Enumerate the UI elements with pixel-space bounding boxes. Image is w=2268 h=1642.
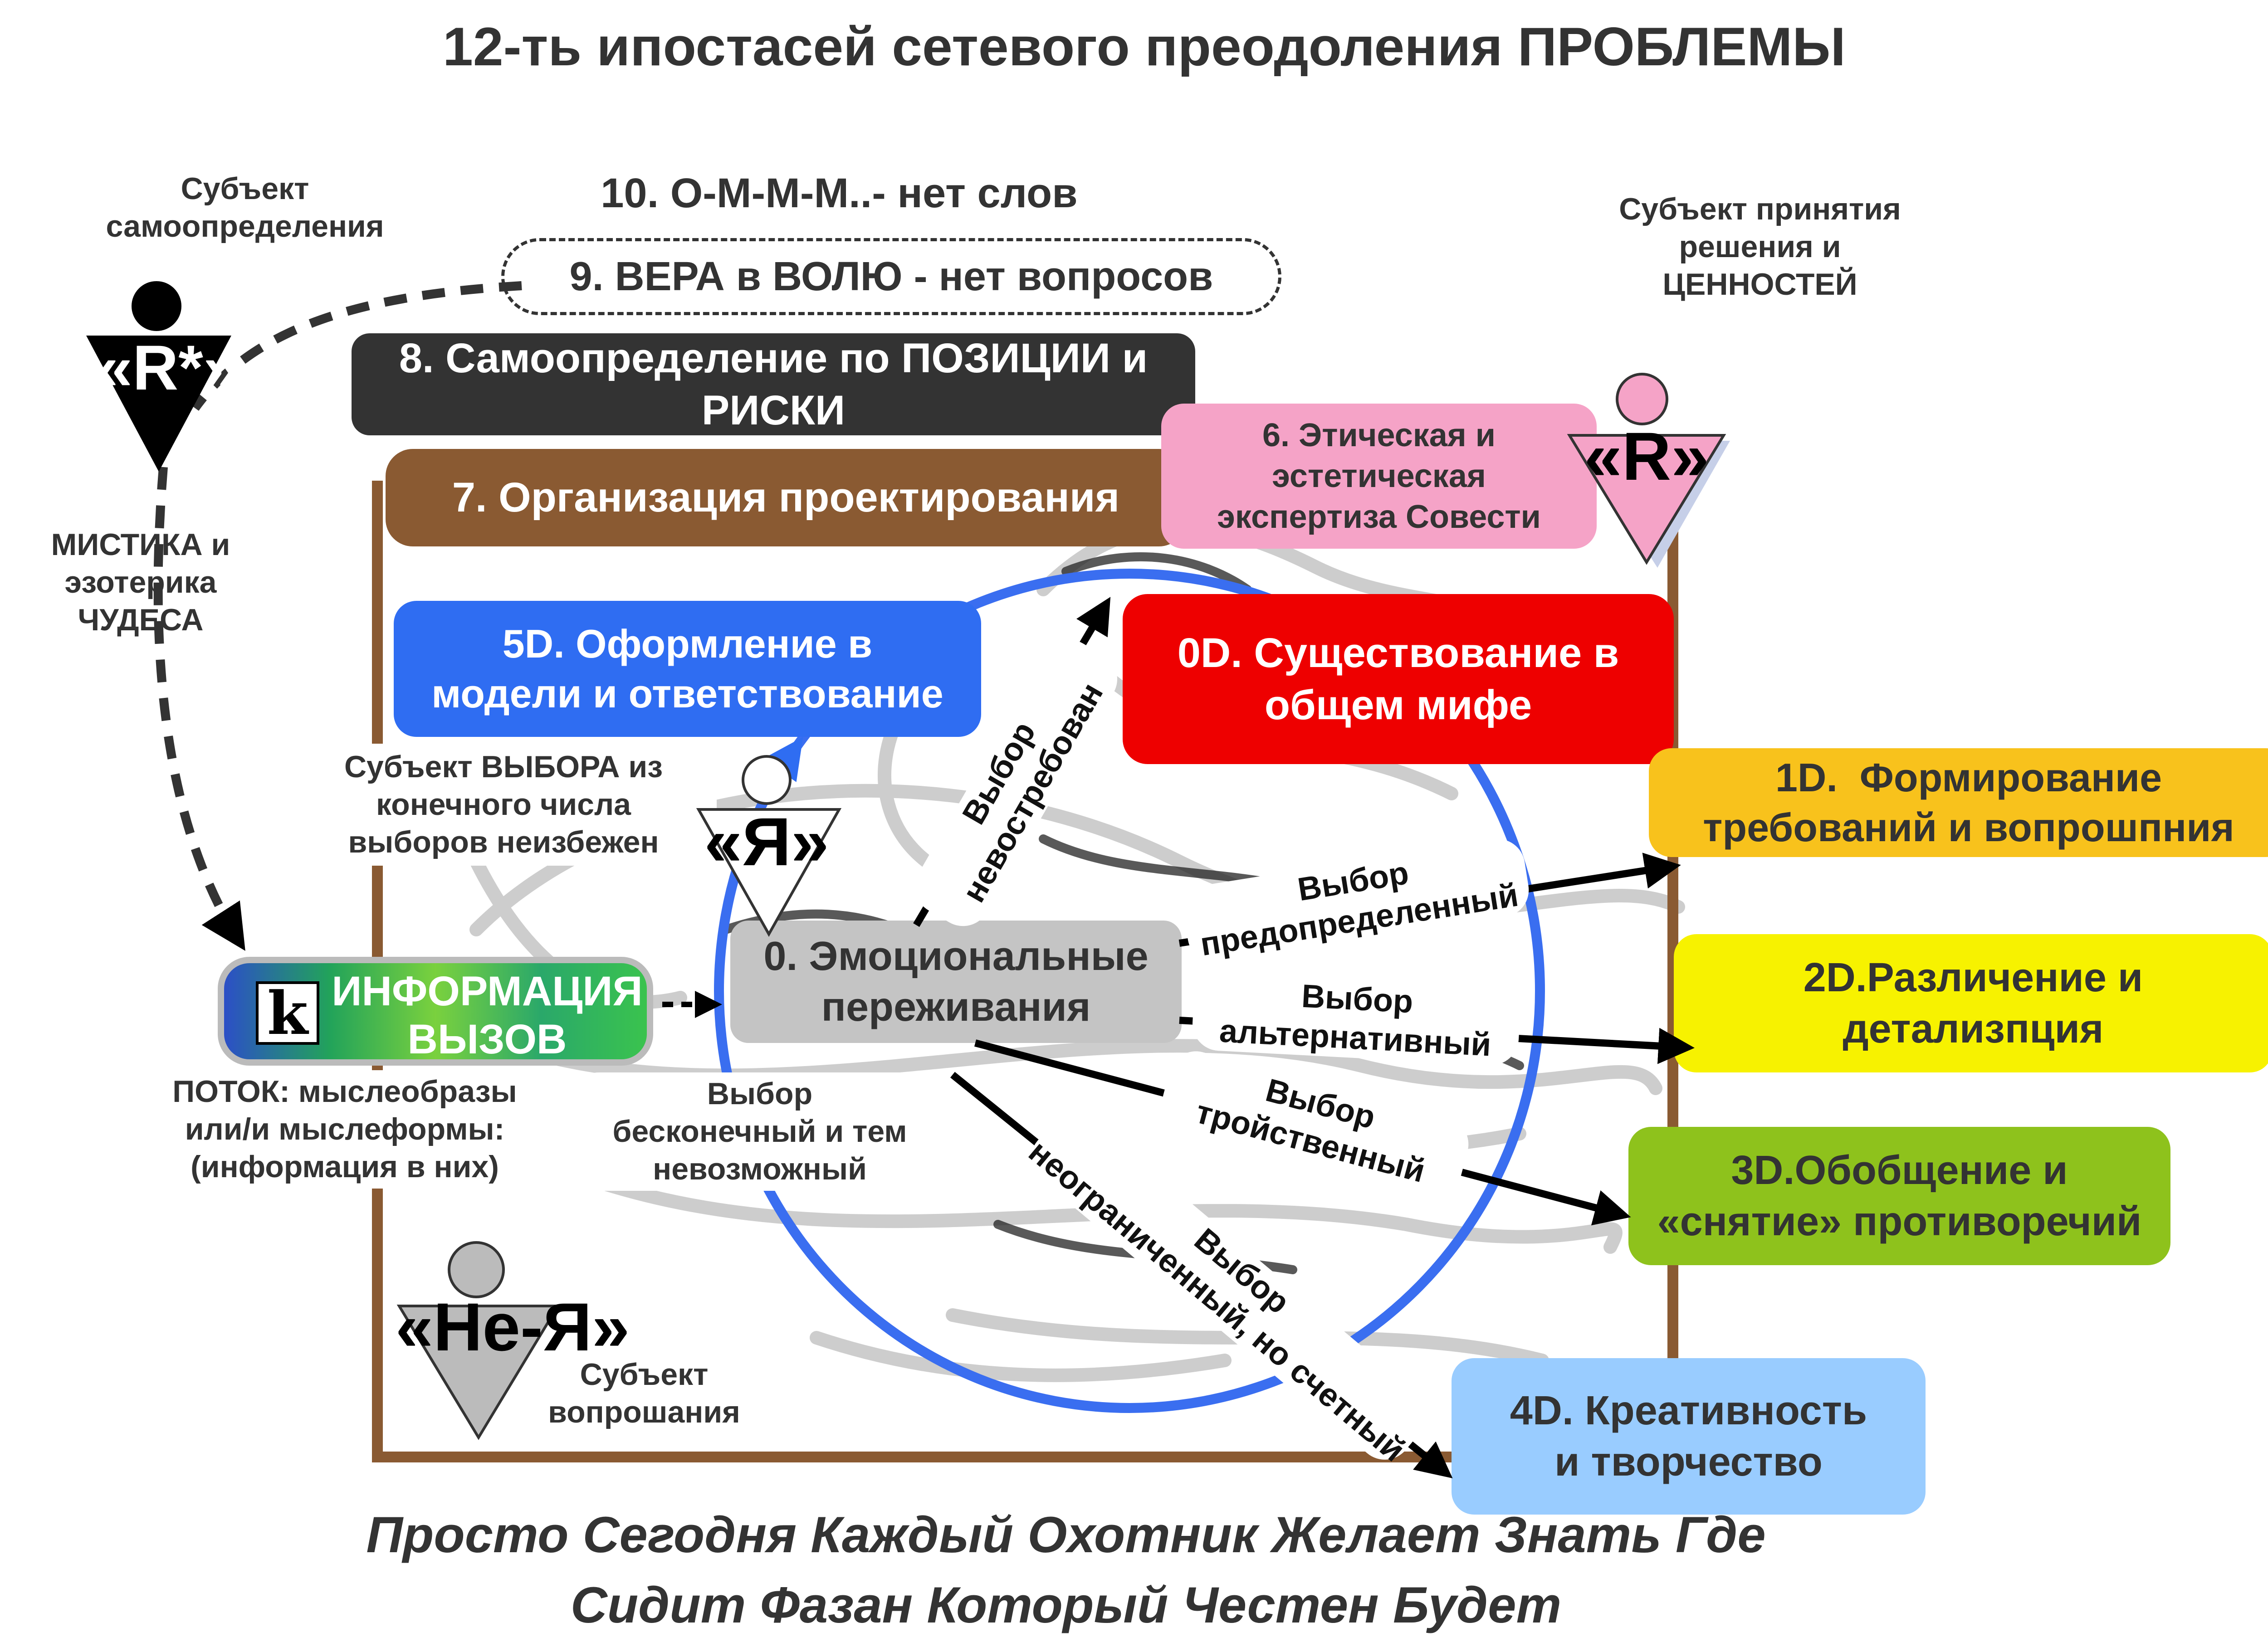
level-3d: 3D.Обобщение и «снятие» противоречий [1628, 1127, 2170, 1265]
info-flow: ПОТОК: мыслеобразы или/и мыслеформы: (ин… [122, 1070, 567, 1189]
page-title: 12-ть ипостасей сетевого преодоления ПРО… [443, 16, 1846, 77]
level-6: 6. Этическая и эстетическая экспертиза С… [1161, 404, 1597, 549]
subject-self-determination: Субъект самоопределения [106, 171, 384, 244]
level-2d: 2D.Различение и детализпция [1674, 934, 2268, 1072]
subject-decision: Субъект принятия решения и ЦЕННОСТЕЙ [1619, 192, 1901, 302]
persona-ne-ya: «Не-Я» [395, 1289, 630, 1365]
level-9: 9. ВЕРА в ВОЛЮ - нет вопросов [501, 238, 1281, 315]
persona-ya-figure [696, 755, 842, 937]
level-0d: 0D. Существование в общем мифе [1123, 594, 1674, 764]
choice-infinite: Выбор бесконечный и тем невозможный [572, 1072, 948, 1191]
dashed-arrow-to-info [153, 467, 245, 951]
level-10: 10. О-М-М-М..- нет слов [601, 170, 1078, 216]
info-logo-letter: k [267, 978, 308, 1048]
footer-line-1: Просто Сегодня Каждый Охотник Желает Зна… [366, 1506, 1766, 1563]
project-frame-left-top [372, 481, 383, 549]
level-0: 0. Эмоциональные переживания [730, 921, 1182, 1043]
persona-r: «R» [1584, 418, 1709, 494]
subject-questioning: Субъект вопрошания [548, 1357, 740, 1429]
level-1d: 1D. Формирование требований и вопрошпния [1649, 748, 2268, 857]
level-5d: 5D. Оформление в модели и ответствование [394, 601, 981, 737]
level-8: 8. Самоопределение по ПОЗИЦИИ и РИСКИ [352, 333, 1195, 435]
level-4d: 4D. Креативность и творчество [1452, 1358, 1926, 1515]
persona-r-star-figure [86, 281, 231, 472]
dashed-link-9 [191, 281, 522, 411]
level-7: 7. Организация проектирования [386, 449, 1186, 546]
subject-choice: Субъект ВЫБОРА из конечного числа выборо… [290, 744, 717, 866]
info-challenge: k ИНФОРМАЦИЯ ВЫЗОВ [218, 957, 653, 1066]
mysticism-label: МИСТИКА и эзотерика ЧУДЕСА [51, 527, 230, 637]
footer-line-2: Сидит Фазан Который Честен Будет [570, 1577, 1562, 1633]
info-title: ИНФОРМАЦИЯ ВЫЗОВ [332, 968, 643, 1062]
info-logo: k [256, 978, 319, 1048]
persona-ya: «Я» [704, 804, 829, 880]
persona-ne-ya-figure [396, 1241, 561, 1440]
persona-r-star: «R*» [97, 332, 239, 403]
persona-r-figure [1567, 373, 1730, 568]
